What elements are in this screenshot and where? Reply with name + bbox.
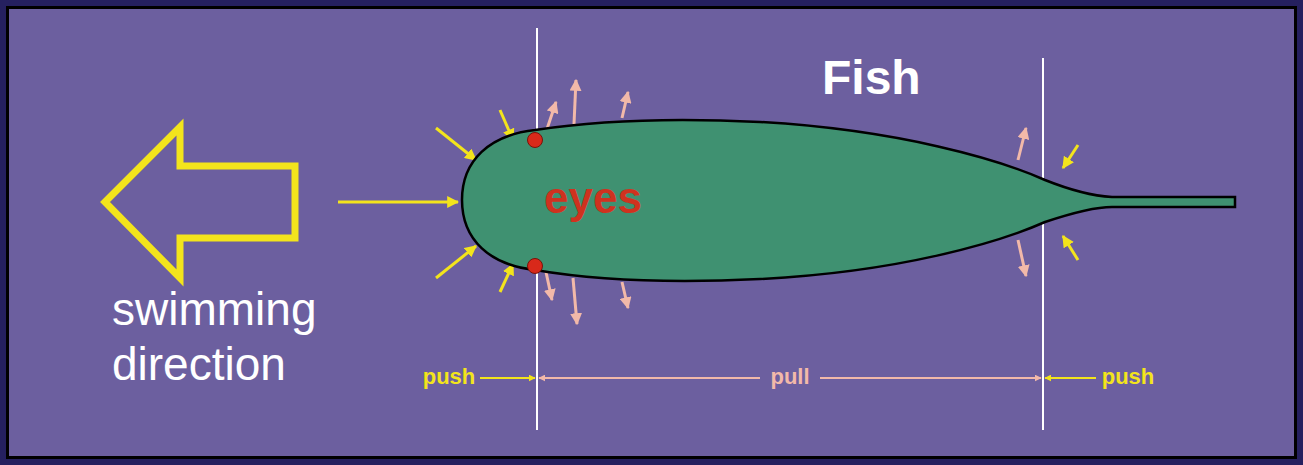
fish-shape (462, 120, 1235, 281)
pull-label: pull (770, 364, 809, 390)
direction-arrow (105, 127, 295, 278)
divider-line (1042, 58, 1044, 430)
eye-dot (528, 133, 543, 148)
eye-dot (528, 259, 543, 274)
eyes-label: eyes (544, 174, 642, 222)
fish-body: Fisheyes (462, 118, 1237, 282)
direction-label: swimming direction (112, 282, 374, 392)
fish-title: Fish (822, 52, 921, 105)
push-label: push (1102, 364, 1155, 390)
push-label: push (423, 364, 476, 390)
